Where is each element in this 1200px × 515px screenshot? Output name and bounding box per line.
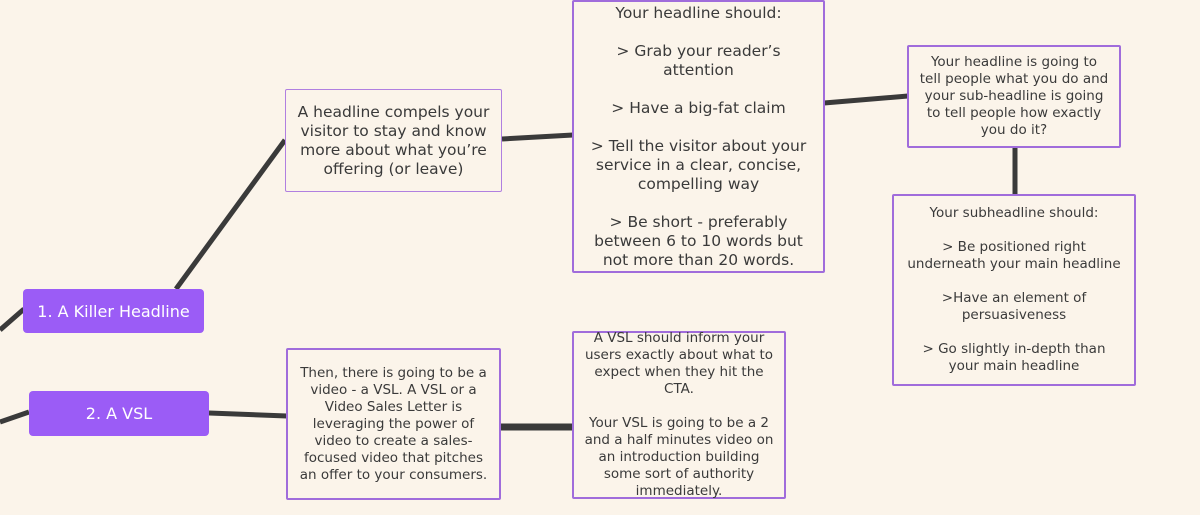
vsl-node: 2. A VSL xyxy=(29,391,209,436)
vsl-inform-text: A VSL should inform your users exactly a… xyxy=(584,330,774,499)
headline-should-box: Your headline should: > Grab your reader… xyxy=(572,0,825,273)
connector-should-to-versus xyxy=(823,93,909,106)
connector-headline-to-desc xyxy=(173,138,288,291)
headline-vs-subheadline-box: Your headline is going to tell people wh… xyxy=(907,45,1121,148)
connector-left-to-headline xyxy=(0,307,26,332)
headline-description-box: A headline compels your visitor to stay … xyxy=(285,89,502,192)
subheadline-should-text: Your subheadline should: > Be positioned… xyxy=(907,205,1121,374)
headline-vs-subheadline-text: Your headline is going to tell people wh… xyxy=(919,54,1109,138)
connector-vsl-to-desc xyxy=(208,410,288,419)
subheadline-should-box: Your subheadline should: > Be positioned… xyxy=(892,194,1136,386)
connector-desc-to-should xyxy=(501,132,574,142)
headline-should-text: Your headline should: > Grab your reader… xyxy=(590,3,807,269)
vsl-description-box: Then, there is going to be a video - a V… xyxy=(286,348,501,500)
connector-left-to-vsl xyxy=(0,409,30,425)
vsl-inform-box: A VSL should inform your users exactly a… xyxy=(572,330,786,499)
killer-headline-node: 1. A Killer Headline xyxy=(23,289,204,333)
killer-headline-label: 1. A Killer Headline xyxy=(37,301,190,321)
headline-description-text: A headline compels your visitor to stay … xyxy=(297,102,490,178)
vsl-label: 2. A VSL xyxy=(85,404,153,423)
vsl-description-text: Then, there is going to be a video - a V… xyxy=(299,364,488,483)
